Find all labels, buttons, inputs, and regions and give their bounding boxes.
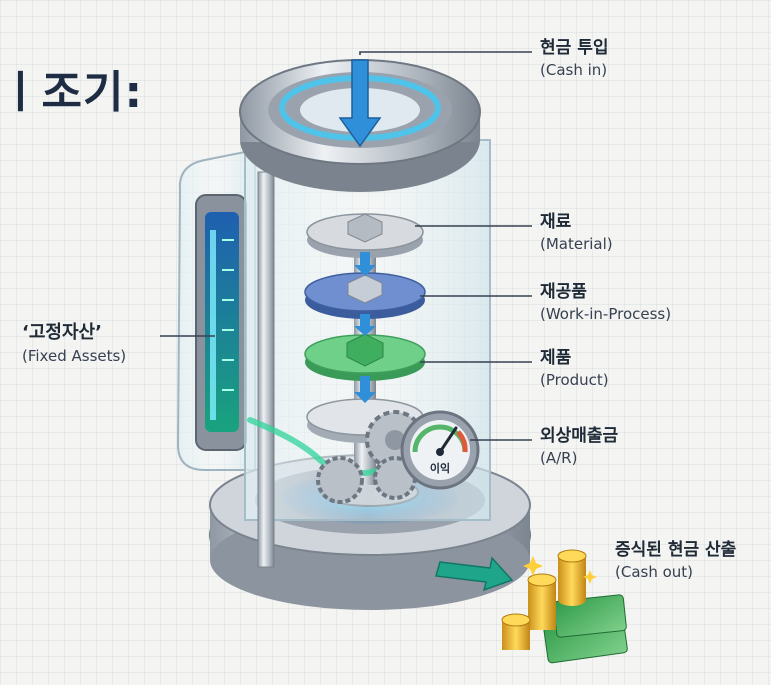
label-wip-ko: 재공품	[540, 282, 587, 302]
label-cash-in: 현금 투입 (Cash in)	[540, 38, 608, 79]
cash-in-arrow	[338, 59, 382, 148]
wip-disc	[304, 272, 426, 319]
label-wip-en: (Work-in-Process)	[540, 305, 672, 324]
label-ar-en: (A/R)	[540, 449, 578, 468]
label-ar-ko: 외상매출금	[540, 426, 619, 446]
profit-gauge	[400, 410, 480, 490]
label-product: 제품 (Product)	[540, 348, 609, 389]
label-ar: 외상매출금 (A/R)	[540, 426, 618, 467]
label-fixed-assets-en: (Fixed Assets)	[22, 346, 127, 365]
label-material: 재료 (Material)	[540, 212, 613, 253]
label-wip: 재공품 (Work-in-Process)	[540, 282, 671, 323]
flow-arrows	[354, 252, 376, 403]
label-cash-out-en: (Cash out)	[615, 563, 694, 582]
fixed-assets-module	[176, 148, 256, 471]
label-fixed-assets: ‘고정자산’ (Fixed Assets)	[22, 322, 126, 365]
material-disc	[306, 213, 424, 258]
label-cash-out-ko: 증식된 현금 산출	[615, 540, 737, 560]
label-fixed-assets-ko: ‘고정자산’	[22, 322, 102, 343]
label-cash-in-ko: 현금 투입	[540, 38, 609, 58]
product-disc	[304, 333, 426, 381]
cash-out-arrow	[435, 556, 514, 592]
leader-lines	[160, 51, 532, 441]
label-material-en: (Material)	[540, 235, 613, 254]
cash-pile	[501, 549, 628, 664]
label-product-ko: 제품	[540, 348, 572, 368]
label-material-ko: 재료	[540, 212, 572, 232]
label-product-en: (Product)	[540, 371, 609, 390]
page-heading: ㅣ조기:	[0, 67, 144, 118]
gauge-label: 이익	[430, 461, 450, 475]
label-cash-in-en: (Cash in)	[540, 61, 608, 80]
label-cash-out: 증식된 현금 산출 (Cash out)	[615, 540, 736, 581]
